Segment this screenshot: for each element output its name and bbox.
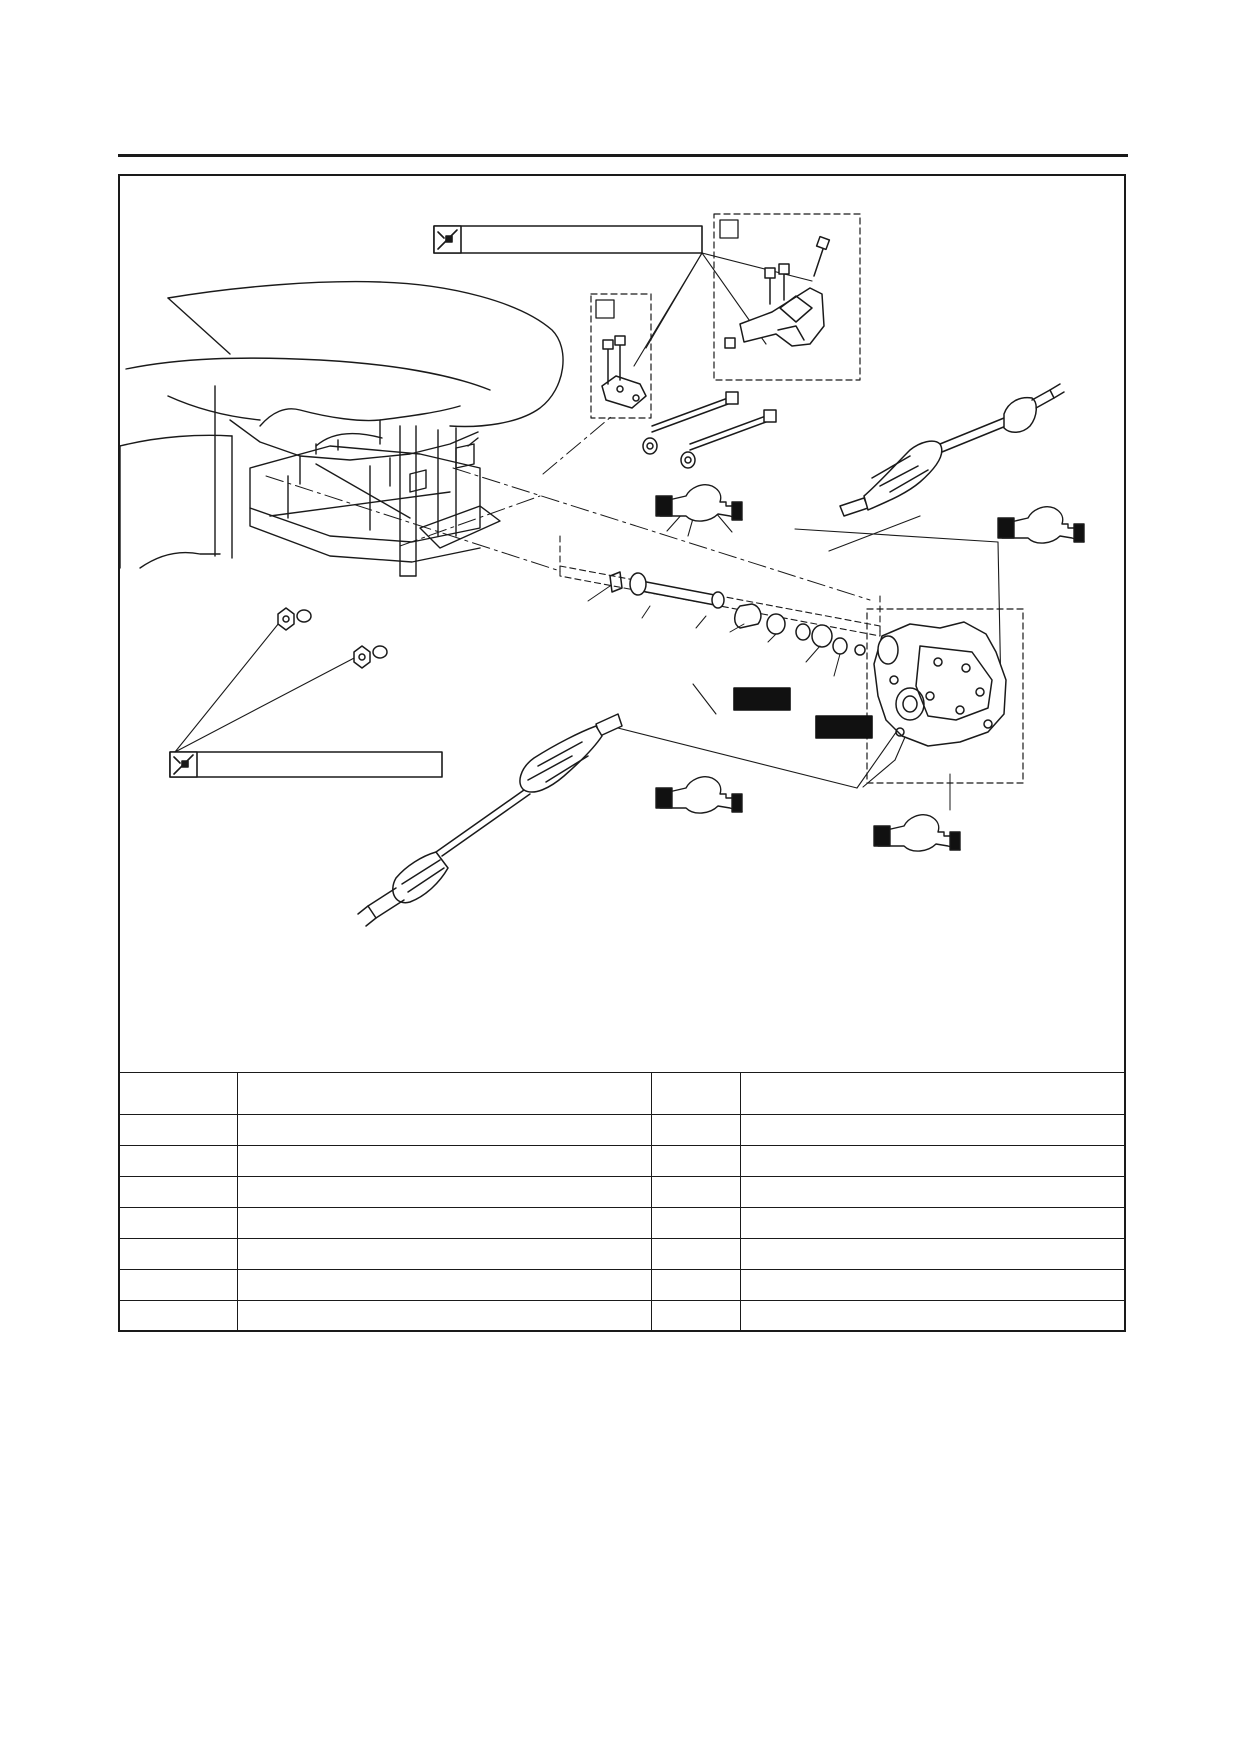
table-cell [237, 1269, 652, 1301]
header-rule [118, 154, 1128, 157]
parts-table-header-cell [740, 1072, 1124, 1115]
grease-gun-icon [873, 814, 961, 852]
leader-lines [174, 252, 1002, 789]
table-cell [740, 1176, 1124, 1208]
table-cell [740, 1114, 1124, 1146]
table-cell [120, 1207, 238, 1239]
table-cell [120, 1114, 238, 1146]
table-cell [740, 1238, 1124, 1270]
propeller-shaft [609, 571, 866, 656]
table-cell [740, 1300, 1124, 1331]
table-cell [120, 1176, 238, 1208]
final-gear-case [873, 621, 1007, 747]
drive-shaft-right [839, 383, 1065, 517]
parts-table-header-cell [237, 1072, 652, 1115]
detail-box-b-label [595, 299, 615, 319]
long-bolts [642, 391, 777, 469]
lower-bracket [601, 335, 647, 409]
upper-bracket [724, 235, 831, 349]
torque-wrench-icon [169, 751, 198, 778]
table-cell [237, 1145, 652, 1177]
table-cell [651, 1238, 741, 1270]
table-row [120, 1300, 1124, 1331]
table-row [120, 1114, 1124, 1146]
table-cell [237, 1176, 652, 1208]
drive-shaft-left [357, 713, 623, 927]
detail-box-a [713, 213, 861, 381]
diagram-frame [118, 174, 1126, 1332]
detail-box-a-label [719, 219, 739, 239]
table-cell [740, 1145, 1124, 1177]
grease-gun-icon [655, 776, 743, 814]
table-cell [120, 1145, 238, 1177]
parts-table [120, 1072, 1124, 1331]
table-cell [651, 1269, 741, 1301]
part-pointer-lines [587, 585, 951, 811]
table-row [120, 1176, 1124, 1208]
table-cell [237, 1114, 652, 1146]
nuts-washers [277, 607, 388, 669]
table-cell [740, 1207, 1124, 1239]
table-row [120, 1269, 1124, 1301]
table-cell [120, 1238, 238, 1270]
table-cell [237, 1300, 652, 1331]
table-row [120, 1207, 1124, 1239]
torque-spec-box-bottom [169, 751, 443, 778]
detail-box-b [590, 293, 652, 419]
table-row [120, 1145, 1124, 1177]
table-cell [237, 1207, 652, 1239]
parts-table-header [120, 1072, 1124, 1115]
torque-wrench-icon [433, 225, 462, 254]
exploded-view-diagram [120, 213, 1085, 927]
grease-gun-icon [997, 506, 1085, 544]
torque-spec-box-top [433, 225, 703, 254]
table-cell [651, 1207, 741, 1239]
center-lines [265, 415, 871, 601]
table-cell [651, 1300, 741, 1331]
shaft-assembly-outline [559, 535, 881, 637]
part-label-box [733, 687, 791, 711]
part-label-box [815, 715, 873, 739]
table-row [120, 1238, 1124, 1270]
table-cell [651, 1176, 741, 1208]
table-cell [120, 1300, 238, 1331]
table-cell [237, 1238, 652, 1270]
table-cell [651, 1114, 741, 1146]
grease-gun-icon [655, 484, 743, 522]
parts-table-header-cell [651, 1072, 741, 1115]
chassis-outline [120, 280, 564, 577]
detail-box-c [866, 608, 1024, 784]
table-cell [740, 1269, 1124, 1301]
table-cell [120, 1269, 238, 1301]
table-cell [651, 1145, 741, 1177]
parts-table-header-cell [120, 1072, 238, 1115]
